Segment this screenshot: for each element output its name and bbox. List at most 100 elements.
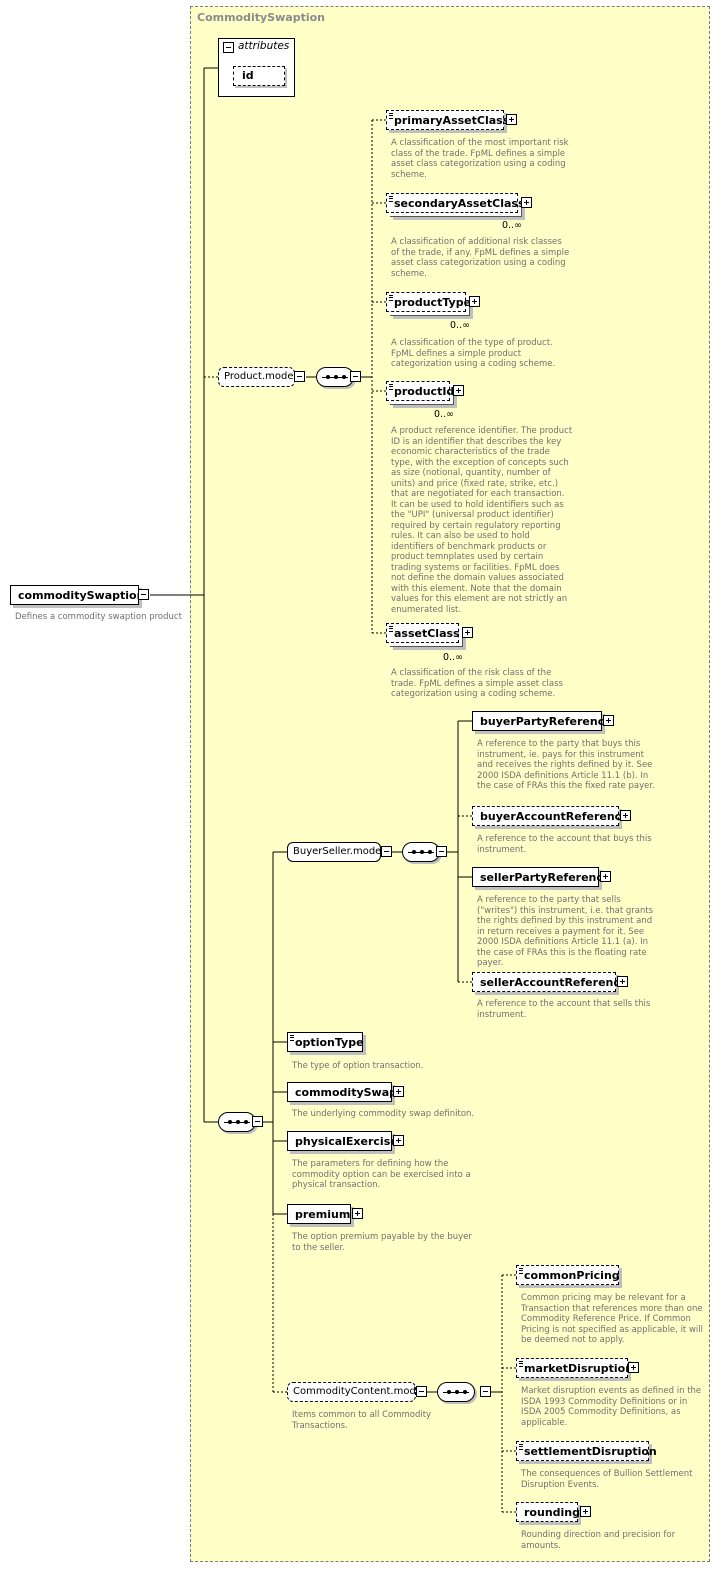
rounding-expand-icon[interactable]: [580, 1506, 591, 1517]
product-id-description: A product reference identifier. The prod…: [391, 426, 573, 615]
common-pricing-label: commonPricing: [524, 1269, 620, 1282]
product-model-group[interactable]: Product.model: [218, 367, 297, 387]
commodity-content-model-collapse-icon[interactable]: [416, 1386, 427, 1397]
commodity-content-model-description: Items common to all Commodity Transactio…: [292, 1410, 432, 1431]
buyer-seller-model-group[interactable]: BuyerSeller.model: [287, 842, 385, 862]
seller-party-reference-box[interactable]: sellerPartyReference: [472, 867, 610, 887]
option-type-box[interactable]: optionType: [287, 1032, 364, 1052]
product-id-label: productId: [394, 385, 455, 398]
root-element-box[interactable]: commoditySwaption: [10, 585, 144, 605]
commodity-content-sequence-icon: [437, 1382, 475, 1402]
buyer-party-reference-box[interactable]: buyerPartyReference: [472, 711, 612, 731]
product-id-box[interactable]: productId: [386, 381, 454, 401]
commodity-swap-box[interactable]: commoditySwap: [287, 1082, 397, 1102]
product-type-expand-icon[interactable]: [469, 296, 480, 307]
secondary-asset-class-expand-icon[interactable]: [521, 197, 532, 208]
buyer-seller-sequence-icon: [402, 842, 440, 862]
market-disruption-description: Market disruption events as defined in t…: [521, 1386, 702, 1428]
seller-party-reference-description: A reference to the party that sells ("wr…: [477, 895, 654, 968]
settlement-disruption-box[interactable]: settlementDisruption: [516, 1441, 657, 1461]
seller-account-reference-expand-icon[interactable]: [617, 976, 628, 987]
buyer-party-reference-label: buyerPartyReference: [480, 715, 612, 728]
primary-asset-class-expand-icon[interactable]: [506, 114, 517, 125]
complex-type-group: [190, 6, 710, 1562]
attribute-id[interactable]: id: [233, 66, 285, 86]
simple-type-icon: [519, 1268, 523, 1274]
root-collapse-icon[interactable]: [138, 589, 149, 600]
root-element-label: commoditySwaption: [18, 589, 145, 602]
product-id-expand-icon[interactable]: [453, 385, 464, 396]
premium-label: premium: [295, 1208, 351, 1221]
simple-type-icon: [389, 196, 393, 202]
commodity-swap-label: commoditySwap: [295, 1086, 398, 1099]
premium-expand-icon[interactable]: [352, 1208, 363, 1219]
commodity-content-model-group[interactable]: CommodityContent.model: [287, 1382, 425, 1402]
settlement-disruption-description: The consequences of Bullion Settlement D…: [521, 1469, 693, 1490]
physical-exercise-box[interactable]: physicalExercise: [287, 1131, 398, 1151]
common-pricing-box[interactable]: commonPricing: [516, 1265, 620, 1285]
main-sequence-icon: [218, 1112, 256, 1132]
product-model-collapse-icon[interactable]: [294, 371, 305, 382]
asset-class-expand-icon[interactable]: [462, 627, 473, 638]
option-type-description: The type of option transaction.: [292, 1061, 424, 1071]
premium-box[interactable]: premium: [287, 1204, 351, 1224]
product-type-multiplicity: 0..∞: [450, 320, 470, 331]
commodity-swap-expand-icon[interactable]: [393, 1086, 404, 1097]
product-type-label: productType: [394, 296, 472, 309]
seller-party-reference-label: sellerPartyReference: [480, 871, 611, 884]
market-disruption-expand-icon[interactable]: [628, 1362, 639, 1373]
buyer-account-reference-expand-icon[interactable]: [620, 810, 631, 821]
commodity-content-model-label: CommodityContent.model: [293, 1386, 425, 1397]
option-type-label: optionType: [295, 1036, 364, 1049]
product-type-box[interactable]: productType: [386, 292, 471, 312]
group-title: CommoditySwaption: [197, 11, 325, 24]
product-model-sequence-icon: [316, 367, 354, 387]
buyer-account-reference-description: A reference to the account that buys thi…: [477, 834, 652, 855]
rounding-label: rounding: [524, 1506, 580, 1519]
primary-asset-class-description: A classification of the most important r…: [391, 138, 569, 180]
seller-party-reference-expand-icon[interactable]: [600, 871, 611, 882]
asset-class-label: assetClass: [394, 627, 460, 640]
seller-account-reference-label: sellerAccountReference: [480, 976, 628, 989]
simple-type-icon: [389, 295, 393, 301]
buyer-seller-sequence-collapse-icon[interactable]: [436, 846, 447, 857]
physical-exercise-expand-icon[interactable]: [393, 1135, 404, 1146]
secondary-asset-class-multiplicity: 0..∞: [502, 220, 522, 231]
simple-type-icon: [519, 1444, 523, 1450]
simple-type-icon: [389, 384, 393, 390]
simple-type-icon: [389, 113, 393, 119]
attributes-collapse-icon[interactable]: [223, 42, 234, 53]
physical-exercise-label: physicalExercise: [295, 1135, 398, 1148]
premium-description: The option premium payable by the buyer …: [292, 1232, 472, 1253]
rounding-description: Rounding direction and precision for amo…: [521, 1530, 676, 1551]
rounding-box[interactable]: rounding: [516, 1502, 580, 1522]
buyer-seller-model-collapse-icon[interactable]: [381, 846, 392, 857]
secondary-asset-class-description: A classification of additional risk clas…: [391, 237, 570, 279]
simple-type-icon: [290, 1035, 294, 1041]
seller-account-reference-box[interactable]: sellerAccountReference: [472, 972, 627, 992]
common-pricing-description: Common pricing may be relevant for a Tra…: [521, 1293, 704, 1345]
product-model-label: Product.model: [224, 371, 297, 382]
buyer-party-reference-expand-icon[interactable]: [603, 715, 614, 726]
asset-class-multiplicity: 0..∞: [443, 652, 463, 663]
commodity-swap-description: The underlying commodity swap definiton.: [292, 1109, 475, 1119]
product-type-description: A classification of the type of product.…: [391, 338, 556, 369]
product-model-sequence-collapse-icon[interactable]: [350, 371, 361, 382]
buyer-account-reference-box[interactable]: buyerAccountReference: [472, 806, 629, 826]
settlement-disruption-label: settlementDisruption: [524, 1445, 657, 1458]
buyer-account-reference-label: buyerAccountReference: [480, 810, 629, 823]
simple-type-icon: [389, 626, 393, 632]
commodity-content-sequence-collapse-icon[interactable]: [480, 1386, 491, 1397]
buyer-seller-model-label: BuyerSeller.model: [293, 846, 385, 857]
main-sequence-collapse-icon[interactable]: [252, 1116, 263, 1127]
asset-class-box[interactable]: assetClass: [386, 623, 460, 643]
simple-type-icon: [519, 1361, 523, 1367]
asset-class-description: A classification of the risk class of th…: [391, 668, 563, 699]
primary-asset-class-box[interactable]: primaryAssetClass: [386, 110, 509, 130]
secondary-asset-class-box[interactable]: secondaryAssetClass: [386, 193, 525, 213]
market-disruption-box[interactable]: marketDisruption: [516, 1358, 633, 1378]
product-id-multiplicity: 0..∞: [434, 409, 454, 420]
primary-asset-class-label: primaryAssetClass: [394, 114, 510, 127]
root-description: Defines a commodity swaption product: [15, 612, 182, 622]
